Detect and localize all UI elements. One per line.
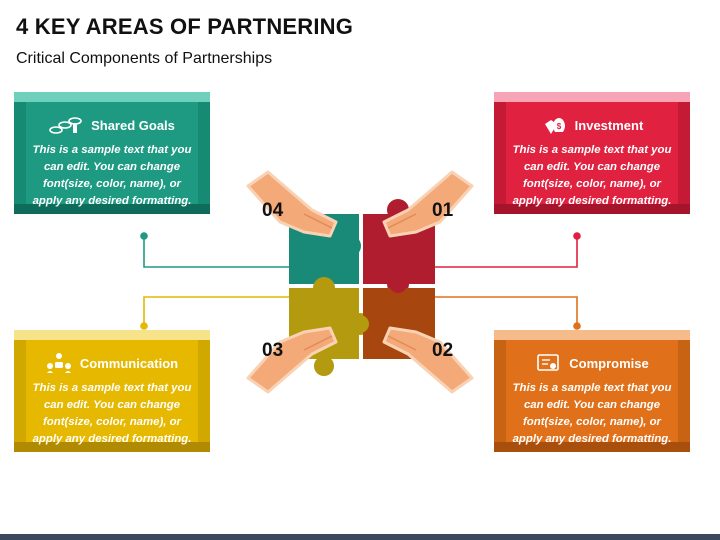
card-investment: $ Investment This is a sample text that … — [494, 92, 690, 214]
card-text: This is a sample text that you can edit.… — [32, 144, 192, 207]
hand-icon-top-left — [246, 170, 338, 238]
card-title: Investment — [574, 117, 644, 133]
coins-icon — [49, 117, 82, 134]
step-number-01: 01 — [432, 200, 454, 221]
connector-communication — [140, 296, 290, 330]
money-bag-icon: $ — [544, 118, 565, 134]
page-title: 4 KEY AREAS OF PARTNERING — [16, 14, 354, 39]
card-text: This is a sample text that you can edit.… — [32, 382, 192, 445]
card-compromise: Compromise This is a sample text that yo… — [494, 330, 690, 452]
footer-bar — [0, 534, 720, 540]
connector-compromise — [430, 296, 581, 330]
svg-text:$: $ — [556, 122, 561, 131]
card-shared-goals: Shared Goals This is a sample text that … — [14, 92, 210, 214]
card-title: Communication — [79, 355, 179, 371]
connector-shared-goals — [140, 232, 290, 268]
card-communication: Communication This is a sample text that… — [14, 330, 210, 452]
card-text: This is a sample text that you can edit.… — [512, 382, 672, 445]
connector-investment — [430, 232, 581, 268]
card-title: Shared Goals — [91, 117, 175, 133]
step-number-04: 04 — [262, 200, 284, 221]
page-subtitle: Critical Components of Partnerships — [16, 50, 273, 67]
step-number-03: 03 — [262, 340, 284, 361]
people-chat-icon — [46, 353, 71, 373]
certificate-icon — [537, 354, 560, 371]
card-text: This is a sample text that you can edit.… — [512, 144, 672, 207]
step-number-02: 02 — [432, 340, 454, 361]
hand-icon-bottom-right — [382, 326, 474, 394]
card-title: Compromise — [569, 355, 649, 371]
hand-icon-bottom-left — [246, 326, 338, 394]
hand-icon-top-right — [382, 170, 474, 238]
